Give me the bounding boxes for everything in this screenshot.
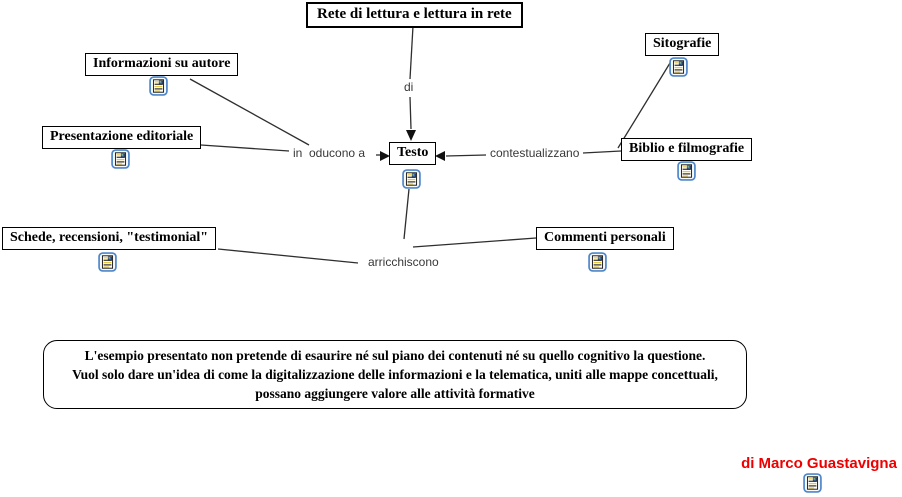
resource-icon-credit[interactable] — [803, 473, 822, 493]
resource-icon-schede[interactable] — [98, 252, 117, 272]
note-line-1: L'esempio presentato non pretende di esa… — [84, 348, 706, 363]
resource-icon-presentazione[interactable] — [111, 149, 130, 169]
resource-icon-biblio[interactable] — [677, 161, 696, 181]
resource-icon-informazioni[interactable] — [149, 76, 168, 96]
node-presentazione-editoriale[interactable]: Presentazione editoriale — [42, 126, 202, 149]
resource-icon-testo[interactable] — [402, 169, 421, 189]
node-sitografie[interactable]: Sitografie — [645, 33, 720, 56]
resource-icon-commenti[interactable] — [588, 252, 607, 272]
link-label-contestualizzano: contestualizzano — [488, 146, 582, 160]
node-testo[interactable]: Testo — [389, 142, 437, 165]
note-line-3: possano aggiungere valore alle attività … — [255, 386, 535, 401]
link-label-introducono-a: in oducono a — [291, 146, 368, 160]
link-label-di: di — [402, 80, 416, 94]
resource-icon-sitografie[interactable] — [669, 57, 688, 77]
node-schede-recensioni[interactable]: Schede, recensioni, "testimonial" — [2, 227, 217, 250]
node-commenti-personali[interactable]: Commenti personali — [536, 227, 674, 250]
arrowhead-left-into-testo — [435, 151, 445, 161]
link-label-arricchiscono: arricchiscono — [366, 255, 441, 269]
arrowhead-down-into-testo — [406, 130, 416, 141]
note-line-2: Vuol solo dare un'idea di come la digita… — [72, 367, 718, 382]
arrowhead-right-into-testo — [380, 151, 390, 161]
author-credit: di Marco Guastavigna — [741, 455, 897, 472]
node-informazioni-su-autore[interactable]: Informazioni su autore — [85, 53, 239, 76]
annotation-note: L'esempio presentato non pretende di esa… — [43, 340, 747, 409]
node-rete-di-lettura[interactable]: Rete di lettura e lettura in rete — [306, 2, 523, 28]
node-biblio-e-filmografie[interactable]: Biblio e filmografie — [621, 138, 753, 161]
